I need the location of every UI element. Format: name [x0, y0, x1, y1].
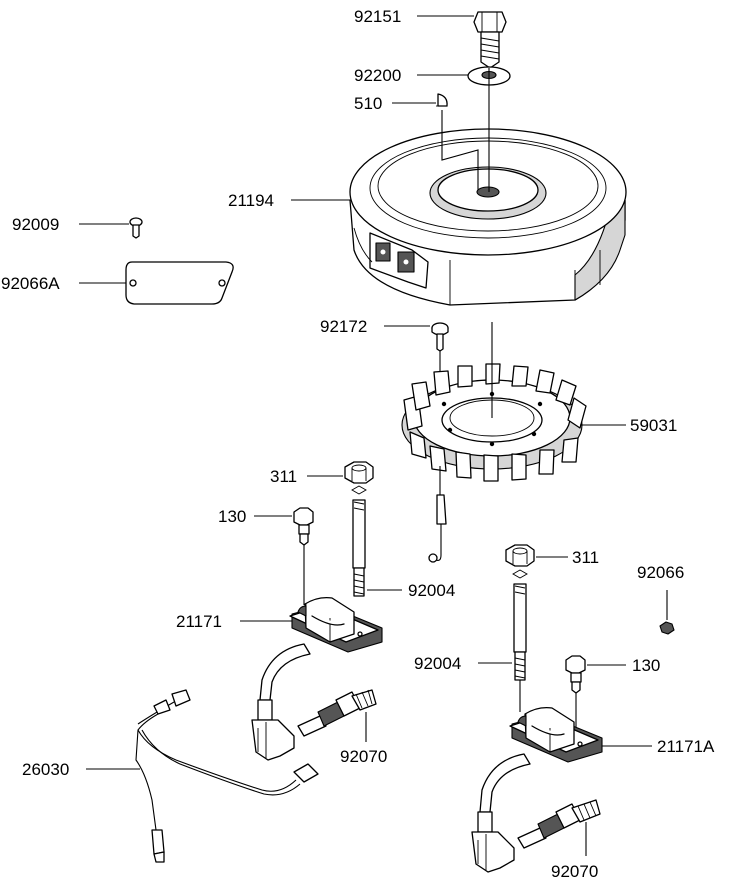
small-nut[interactable]: [659, 621, 675, 635]
ignition-coil-left[interactable]: [289, 596, 383, 653]
spark-plug-lead-right[interactable]: [471, 753, 531, 873]
plate-screw[interactable]: [129, 217, 143, 239]
stud-left[interactable]: [351, 485, 367, 597]
label-92004-left: 92004: [408, 581, 455, 600]
label-26030: 26030: [22, 760, 69, 779]
spark-plug-left[interactable]: [297, 689, 377, 737]
label-92070-right: 92070: [551, 862, 598, 881]
label-92004-right: 92004: [414, 654, 461, 673]
coil-bolt-right[interactable]: [565, 655, 586, 694]
stator-bolt[interactable]: [431, 322, 449, 352]
label-92066: 92066: [637, 563, 684, 582]
label-130-left: 130: [218, 507, 246, 526]
stator[interactable]: [401, 363, 587, 482]
wire-harness[interactable]: [135, 689, 319, 863]
stud-right[interactable]: [512, 569, 528, 681]
label-21171A: 21171A: [657, 737, 715, 756]
label-311-left: 311: [270, 467, 297, 486]
label-21194: 21194: [228, 191, 274, 210]
ignition-coil-right[interactable]: [509, 706, 603, 763]
nut-left[interactable]: [344, 461, 374, 484]
key-guide: [441, 110, 479, 190]
flywheel-bolt[interactable]: [473, 11, 507, 69]
stator-wire[interactable]: [428, 466, 447, 563]
spark-plug-lead-left[interactable]: [251, 643, 311, 761]
nut-right[interactable]: [505, 544, 535, 567]
label-510: 510: [354, 94, 382, 113]
label-92070-left: 92070: [340, 747, 387, 766]
flywheel[interactable]: [349, 128, 627, 306]
label-311-right: 311: [572, 548, 599, 567]
label-92151: 92151: [354, 7, 401, 26]
label-92009: 92009: [12, 215, 59, 234]
label-92200: 92200: [354, 66, 401, 85]
coil-bolt-left[interactable]: [293, 507, 314, 546]
label-21171: 21171: [176, 612, 222, 631]
woodruff-key[interactable]: [436, 93, 448, 107]
cover-plate[interactable]: [125, 261, 234, 305]
label-92172: 92172: [320, 317, 367, 336]
label-130-right: 130: [632, 656, 660, 675]
label-59031: 59031: [630, 416, 677, 435]
spark-plug-right[interactable]: [517, 799, 601, 849]
label-92066A: 92066A: [1, 274, 60, 293]
